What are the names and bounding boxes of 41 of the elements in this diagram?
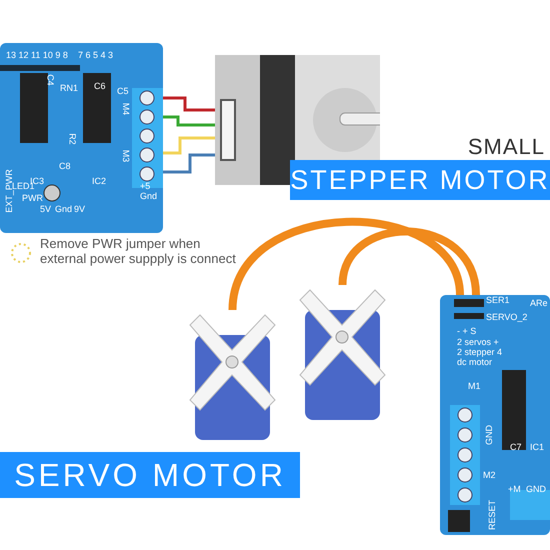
board-note: 2 servos + 2 stepper 4 dc motor: [457, 338, 504, 368]
pin-label: Gnd: [55, 205, 72, 215]
header-label: SERVO_2: [486, 313, 528, 323]
component-label: RN1: [60, 84, 78, 94]
component-label: C4: [44, 74, 55, 86]
pin-numbers: 13 12 11 10 9 8: [6, 51, 68, 61]
terminal-label: M4: [120, 102, 130, 116]
note-text: Remove PWR jumper when external power suppply is connect: [40, 237, 237, 267]
circuit-board-drawing: [0, 43, 163, 233]
terminal-label: +M: [508, 485, 521, 495]
component-label: C8: [59, 162, 71, 172]
connector-label: EXT_PWR: [4, 169, 14, 213]
motor-caption: SMALL: [466, 134, 545, 158]
pin-label: 5V: [40, 205, 52, 215]
pin-label: - + S: [457, 327, 476, 337]
component-label: IC2: [92, 177, 106, 187]
component-label: R2: [66, 133, 77, 145]
pin-label: RESET: [488, 500, 498, 530]
terminal-label: GND: [526, 485, 546, 495]
wire: [163, 116, 215, 126]
component-label: C7: [510, 443, 522, 453]
pin-label: 9V: [74, 205, 86, 215]
pin-label: +5: [140, 182, 150, 192]
component-label: C6: [94, 82, 106, 92]
wire: [163, 136, 215, 154]
wire: [163, 154, 215, 174]
wire: [163, 96, 215, 112]
terminal-label: M1: [468, 382, 481, 392]
pin-numbers: 7 6 5 4 3: [78, 51, 114, 61]
terminal-label: M3: [120, 150, 130, 162]
component-label: LED1: [12, 182, 35, 191]
title-banner: SERVO MOTOR: [0, 452, 300, 498]
component-label: IC1: [530, 443, 544, 453]
component-label: C5: [117, 87, 129, 97]
header-label: SER1: [486, 296, 510, 306]
terminal-label: M2: [483, 471, 496, 481]
jumper-label: PWR: [22, 194, 43, 204]
pin-label: GND: [485, 424, 495, 445]
pin-label: Gnd: [140, 192, 158, 202]
title-banner: STEPPER MOTOR: [290, 160, 550, 200]
pin-label: ARe: [530, 299, 548, 309]
